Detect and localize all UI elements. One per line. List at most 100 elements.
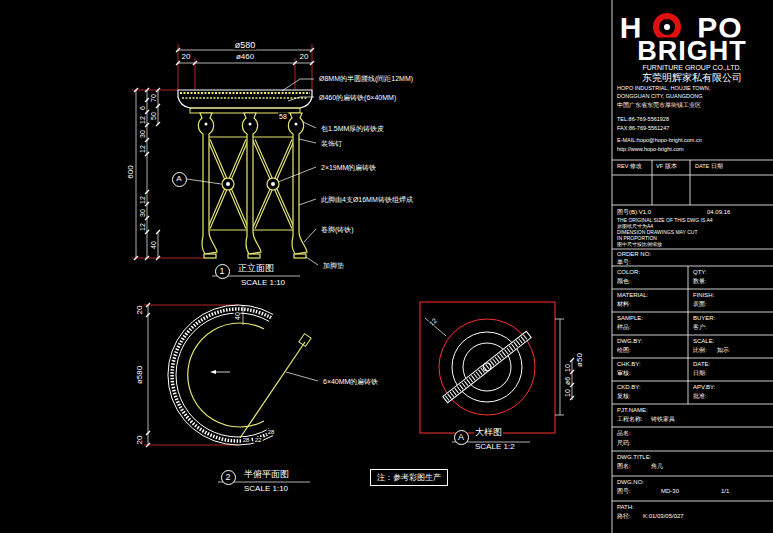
line-art: [132, 90, 178, 91]
line-art: [146, 443, 150, 447]
title-block-text: DWG.BY:: [616, 338, 644, 344]
title-block: [612, 0, 773, 533]
line-art: [136, 90, 137, 258]
line-art: [145, 256, 149, 260]
view-title: 正立面图: [237, 264, 275, 273]
title-block-text: CHK.BY:: [616, 361, 642, 367]
title-block-text: FINISH:: [692, 292, 715, 298]
dimension-text: ø580: [234, 41, 257, 50]
title-block-text: DONGGUAN CITY, GUANGDONG: [616, 94, 703, 100]
line-art: [136, 50, 312, 258]
dimension-text: 12: [427, 316, 439, 328]
line-art: [555, 415, 564, 416]
line-art: [242, 113, 261, 254]
line-art: [144, 305, 238, 306]
dimension-text: 12: [139, 115, 146, 125]
line-art: [570, 358, 574, 362]
line-art: [209, 140, 247, 228]
line-art: [278, 167, 316, 182]
elevation-view: [132, 44, 318, 276]
dimension-text: ø6: [564, 376, 571, 386]
title-block-text: 客户:: [692, 324, 708, 330]
title-block-text: 复核:: [616, 393, 632, 399]
line-art: [420, 302, 555, 433]
line-art: [146, 303, 150, 307]
title-block-text: REV 修改: [616, 164, 643, 170]
title-block-text: MATERIAL:: [616, 292, 649, 298]
title-block-text: 图号:: [616, 488, 632, 494]
view-marker-circle: A: [454, 430, 469, 445]
line-art: [145, 123, 149, 127]
title-block-text: 原图纸尺寸为A4: [616, 224, 654, 229]
dimension-text: 22: [254, 437, 263, 443]
view-title: SCALE 1:10: [240, 279, 286, 287]
line-art: [664, 24, 670, 30]
line-art: [690, 160, 691, 205]
title-block-text: 材料:: [616, 301, 632, 307]
line-art: [271, 182, 275, 186]
node-text: 注：参考彩图生产: [377, 473, 441, 482]
dimension-text: 50: [150, 111, 157, 121]
line-art: [156, 88, 160, 92]
title-block-text: FURNITURE GROUP CO.,LTD.: [642, 64, 743, 71]
line-art: [198, 113, 307, 258]
line-art: [254, 140, 293, 228]
dimension-text: ø580: [136, 365, 144, 385]
line-art: [156, 256, 160, 260]
dimension-text: 12: [139, 195, 146, 205]
dimension-text: 20: [136, 305, 144, 316]
note-box: 注：参考彩图生产: [370, 469, 448, 486]
line-art: [299, 334, 311, 347]
line-art: [248, 254, 260, 258]
view-title: 大样图: [474, 428, 503, 437]
line-art: [222, 178, 234, 190]
line-art: [439, 319, 535, 415]
node-text: A: [458, 433, 464, 442]
line-art: [226, 182, 230, 186]
title-block-text: K:01/03/05/027: [642, 513, 685, 519]
title-block-text: 1/1: [720, 488, 730, 494]
title-block-text: 样品:: [616, 324, 632, 330]
line-art: [198, 113, 217, 254]
node-text: 2: [225, 473, 230, 482]
line-art: [145, 152, 149, 156]
title-block-text: 绘图:: [616, 347, 632, 353]
line-art: [570, 383, 574, 387]
line-art: [193, 61, 197, 65]
line-art: [612, 175, 773, 176]
line-art: [240, 342, 305, 438]
line-art: [299, 199, 316, 205]
line-art: [570, 358, 574, 400]
line-art: [555, 319, 564, 320]
line-art: [168, 305, 273, 445]
line-art: [180, 92, 310, 94]
view-marker-circle: 2: [221, 470, 236, 485]
title-block-text: VF 版本: [655, 164, 678, 170]
line-art: [483, 363, 491, 371]
dimension-text: 40: [234, 311, 241, 321]
line-art: [299, 139, 316, 143]
line-art: [214, 372, 230, 373]
dimension-text: 40: [150, 240, 157, 250]
line-art: [443, 331, 531, 403]
line-art: [288, 97, 314, 101]
line-art: [310, 48, 314, 52]
line-art: [612, 0, 613, 533]
line-art: [209, 140, 247, 228]
view-title: SCALE 1:10: [243, 485, 289, 493]
line-art: [145, 138, 149, 142]
title-block-text: APV.BY:: [692, 384, 716, 390]
line-art: [172, 309, 271, 441]
dimension-text: 28: [242, 437, 251, 443]
line-art: [612, 249, 773, 250]
line-art: [570, 396, 574, 400]
line-art: [310, 61, 314, 65]
title-block-text: HOPO INDUSTRIAL, HOUJIE TOWN,: [616, 86, 711, 92]
dimension-text: 10: [564, 388, 571, 398]
line-art: [288, 113, 307, 254]
line-art: [612, 404, 773, 405]
dimension-text: 70: [150, 93, 157, 103]
line-art: [612, 427, 773, 428]
title-block-text: 工程名称:: [616, 416, 644, 422]
line-art: [612, 358, 773, 359]
